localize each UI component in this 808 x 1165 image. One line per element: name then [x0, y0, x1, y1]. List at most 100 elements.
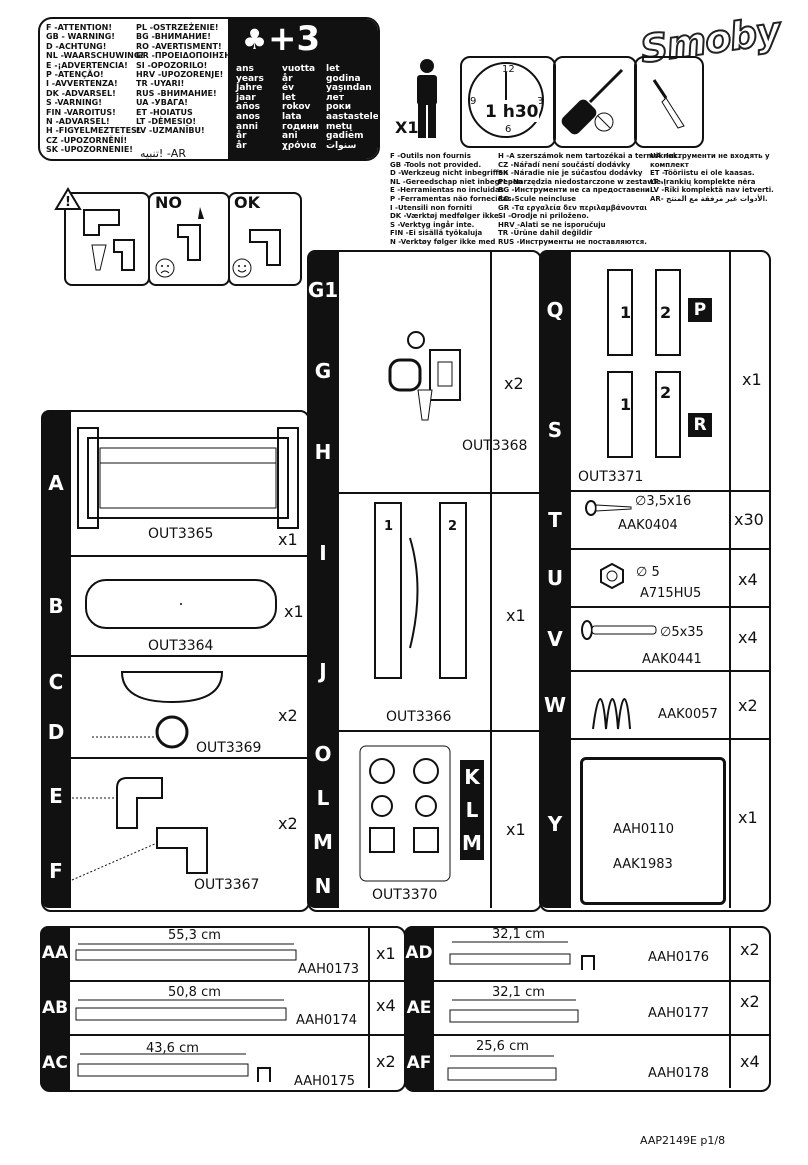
clock-time: 1 h30	[485, 102, 539, 122]
tools-line: P -Ferramentas não fornecidas.	[390, 194, 515, 203]
part-OLMN-code: OUT3370	[372, 887, 438, 903]
part-CD-qty: x2	[278, 706, 298, 725]
ok-panel	[228, 192, 302, 286]
tools-line: I -Utensili non forniti	[390, 203, 473, 212]
age-word: let	[326, 64, 340, 74]
rail-AF-code: AAH0178	[648, 1066, 710, 1081]
rail-AF-qty: x4	[740, 1052, 760, 1071]
age-word: godina	[326, 73, 361, 84]
age-word: rokov	[282, 102, 311, 113]
rail-AD-length: 32,1 cm	[492, 927, 545, 942]
divider	[729, 926, 731, 1088]
part-B-code: OUT3364	[148, 638, 214, 654]
rail-AA-code: AAH0173	[298, 962, 360, 977]
adult-figure-icon	[417, 59, 437, 138]
divider	[539, 738, 769, 740]
screw-icon	[585, 500, 632, 516]
age-word: år	[236, 140, 247, 151]
label-AC: AC	[40, 1036, 70, 1090]
tools-line: SK -Náradie nie je súčasťou dodávky	[498, 169, 643, 178]
age-word: év	[282, 83, 294, 94]
age-label: +3	[268, 19, 321, 59]
divider	[41, 555, 308, 557]
age-word: anni	[236, 121, 258, 132]
elbow-part-icon	[83, 209, 135, 271]
ok-label: OK	[234, 193, 260, 212]
age-word: gadiem	[326, 131, 364, 142]
label-P: P	[688, 298, 712, 322]
divider	[490, 250, 492, 908]
part-W-qty: x2	[738, 696, 758, 715]
warning-line: SK -UPOZORNENIE!	[46, 145, 133, 155]
rail-AC-length: 43,6 cm	[146, 1041, 199, 1056]
age-word: lata	[282, 111, 302, 122]
age-word: години	[282, 121, 319, 132]
part-QS-drawing: 1 2 1 2	[607, 269, 681, 458]
warning-line: PL -OSTRZEŻENIE!	[136, 23, 219, 32]
svg-text:1: 1	[384, 519, 393, 534]
warning-line: LV -UZMANĪBU!	[136, 126, 205, 136]
age-word: роки	[326, 102, 352, 113]
label-T: T	[539, 492, 571, 548]
elbow-wrong-icon	[177, 207, 204, 261]
age-word: år	[236, 131, 247, 142]
tools-line: S -Verktyg ingår inte.	[390, 220, 475, 229]
part-IJ-qty: x1	[506, 606, 526, 625]
label-AB: AB	[40, 982, 70, 1034]
age-word: years	[236, 73, 264, 84]
rail-AC-drawing	[77, 1053, 271, 1082]
divider	[539, 670, 769, 672]
tools-line: DK -Værktøj medfølger ikke.	[390, 212, 502, 221]
part-EF-drawing	[71, 777, 208, 881]
warning-line: S -VARNING!	[46, 98, 102, 108]
divider	[41, 757, 308, 759]
warning-line: D -ACHTUNG!	[46, 41, 107, 51]
rail-AD-qty: x2	[740, 940, 760, 959]
tools-line: N -Verktøy følger ikke med	[390, 237, 496, 246]
part-CD-code: OUT3369	[196, 740, 262, 756]
label-A: A	[41, 410, 71, 555]
label-V: V	[539, 608, 571, 670]
part-IJ-drawing: 1 2	[374, 502, 467, 679]
elbow-ok-icon	[249, 229, 281, 266]
divider	[539, 490, 769, 492]
right-parts-frame	[539, 250, 771, 912]
age-word: χρόνια	[282, 140, 317, 151]
part-A-drawing	[77, 427, 299, 529]
nut-icon	[600, 562, 624, 590]
label-R: R	[688, 413, 712, 437]
warning-line: GB - WARNING!	[46, 32, 115, 42]
age-word: лет	[326, 92, 344, 103]
part-EF-code: OUT3367	[194, 877, 260, 893]
age-word: Jahre	[236, 83, 263, 94]
rail-AE-qty: x2	[740, 992, 760, 1011]
rail-AB-drawing	[75, 999, 287, 1021]
part-B-qty: x1	[284, 602, 304, 621]
part-Y-code1: AAH0110	[613, 822, 675, 837]
rail-AC-code: AAH0175	[294, 1074, 356, 1089]
adult-count: X1	[395, 118, 419, 137]
label-U: U	[539, 550, 571, 606]
clock-12: 12	[502, 64, 515, 75]
tools-line: E -Herramientas no incluidas	[390, 186, 504, 195]
rail-AC-qty: x2	[376, 1052, 396, 1071]
tools-line: BG -Инструменти не са предоставени.	[498, 186, 653, 195]
screwdriver-panel	[553, 56, 637, 148]
part-GH-qty: x2	[504, 374, 524, 393]
part-A-qty: x1	[278, 530, 298, 549]
age-word: años	[236, 102, 261, 113]
svg-text:!: !	[65, 195, 71, 210]
warning-line: CZ -UPOZORNĚNÍ!	[46, 135, 128, 145]
part-U-code: A715HU5	[640, 586, 702, 601]
svg-text:2: 2	[660, 383, 671, 402]
tools-line: F -Outils non fournis	[390, 152, 471, 160]
tools-line: D -Werkzeug nicht inbegriffen	[390, 169, 509, 178]
bolt-icon	[581, 620, 657, 640]
label-AE: AE	[404, 982, 434, 1034]
tools-line: SI -Orodje ni priloženo.	[498, 212, 589, 221]
